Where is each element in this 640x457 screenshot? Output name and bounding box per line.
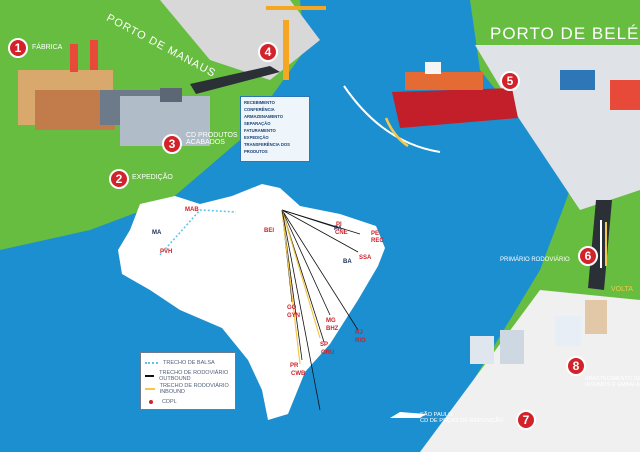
step-6-marker: 6 bbox=[578, 246, 598, 266]
legend-cdpl-label: CDPL bbox=[162, 398, 177, 405]
process-step: TRANSFERÊNCIA DOS PRODUTOS bbox=[244, 142, 290, 154]
city-ssa: SSA bbox=[359, 255, 372, 261]
region-pa: PA bbox=[334, 226, 342, 232]
legend-balsa-line bbox=[145, 361, 158, 364]
route-legend: TRECHO DE BALSA TRECHO DE RODOVIÁRIO OUT… bbox=[140, 352, 236, 410]
legend-balsa-label: TRECHO DE BALSA bbox=[163, 359, 215, 366]
city-gru: GRU bbox=[321, 350, 335, 356]
step-8-label: ABASTECIMENTO DE INSUMOS E EMBALAGEM bbox=[585, 376, 640, 388]
sao-paulo-buildings bbox=[470, 300, 607, 364]
city-gyn: GYN bbox=[287, 313, 301, 319]
city-pr: PR bbox=[290, 363, 299, 369]
legend-outbound-line bbox=[145, 374, 155, 377]
region-ma: MA bbox=[152, 230, 162, 236]
cargo-ship bbox=[392, 62, 518, 128]
city-cwb: CWB bbox=[291, 371, 306, 377]
city-rj: RJ bbox=[355, 330, 363, 336]
porto-belem-label: PORTO DE BELÉM bbox=[490, 24, 640, 43]
city-rec: REC bbox=[371, 238, 384, 244]
city-pi: PI bbox=[336, 222, 342, 228]
step-1-marker: 1 bbox=[8, 38, 28, 58]
white-arrow bbox=[343, 85, 441, 153]
yellow-arrow bbox=[384, 117, 409, 148]
step-2-marker: 2 bbox=[109, 169, 129, 189]
process-step: RECEBIMENTO bbox=[244, 100, 275, 105]
legend-outbound-label: TRECHO DE RODOVIÁRIO OUTBOUND bbox=[159, 369, 229, 382]
city-pe: PE bbox=[371, 231, 380, 237]
city-rio: RIO bbox=[355, 338, 366, 344]
legend-inbound-line bbox=[145, 387, 155, 390]
legend-inbound-label: TRECHO DE RODOVIÁRIO INBOUND bbox=[159, 382, 229, 395]
step-8-marker: 8 bbox=[566, 356, 586, 376]
volta-label: VOLTA bbox=[611, 286, 633, 293]
process-steps-box: RECEBIMENTO CONFERÊNCIA ARMAZENAMENTO SE… bbox=[240, 96, 310, 162]
process-step: ARMAZENAMENTO bbox=[244, 114, 284, 119]
port-yard-left bbox=[160, 0, 320, 80]
city-bhz: BHZ bbox=[326, 326, 339, 332]
region-ba: BA bbox=[343, 259, 352, 265]
legend-cdpl-dot bbox=[149, 399, 153, 404]
step-2-label: EXPEDIÇÃO bbox=[132, 174, 173, 181]
road bbox=[190, 66, 280, 94]
route-lines bbox=[159, 209, 361, 411]
step-7-label: SÃO PAULO CD DE PEÇAS DE REPOSIÇÃO bbox=[420, 412, 504, 424]
crane bbox=[266, 6, 326, 80]
legend-cdpl: CDPL bbox=[145, 395, 231, 408]
process-step: CONFERÊNCIA bbox=[244, 107, 275, 112]
step-1-label: FÁBRICA bbox=[32, 44, 63, 51]
airplane bbox=[390, 412, 426, 418]
brazil-map bbox=[118, 184, 385, 420]
city-cne: CNE bbox=[335, 230, 348, 236]
city-bei: BEI bbox=[264, 228, 275, 234]
legend-inbound: TRECHO DE RODOVIÁRIO INBOUND bbox=[145, 382, 231, 395]
step-5-marker: 5 bbox=[500, 71, 520, 91]
legend-balsa: TRECHO DE BALSA bbox=[145, 356, 231, 369]
step-4-marker: 4 bbox=[258, 42, 278, 62]
city-pvh: PVH bbox=[160, 249, 173, 255]
step-3-label: CD PRODUTOS ACABADOS bbox=[186, 132, 238, 146]
process-step: SEPARAÇÃO bbox=[244, 121, 271, 126]
legend-outbound: TRECHO DE RODOVIÁRIO OUTBOUND bbox=[145, 369, 231, 382]
process-step: EXPEDIÇÃO bbox=[244, 135, 269, 140]
container-stack bbox=[560, 70, 640, 110]
step-7-marker: 7 bbox=[516, 410, 536, 430]
city-mg: MG bbox=[326, 318, 336, 324]
city-mab: MAB bbox=[185, 207, 199, 213]
step-3-marker: 3 bbox=[162, 134, 182, 154]
step-6-label: PRIMÁRIO RODOVIÁRIO bbox=[500, 257, 570, 263]
process-step: FATURAMENTO bbox=[244, 128, 276, 133]
city-sp: SP bbox=[320, 342, 329, 348]
city-go: GO bbox=[287, 305, 297, 311]
